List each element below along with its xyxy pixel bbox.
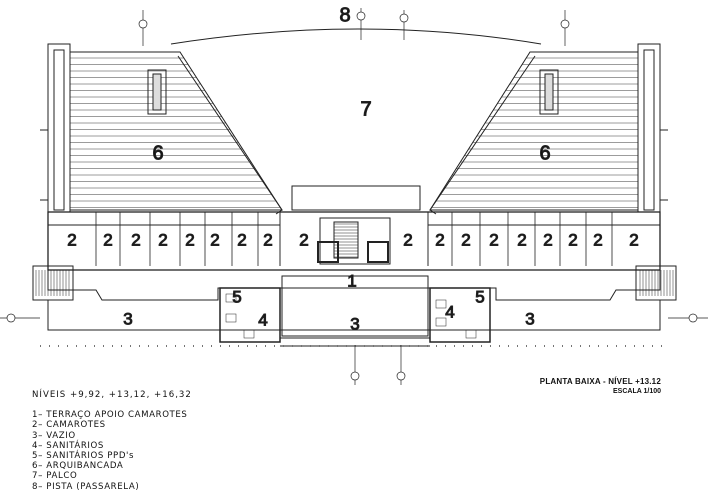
label-7: 7	[360, 98, 371, 120]
label-2-1: 2	[67, 230, 76, 249]
label-2-18: 2	[629, 230, 638, 249]
label-1: 1	[347, 271, 356, 290]
label-2-8: 2	[263, 230, 272, 249]
label-3-center: 3	[350, 314, 359, 333]
legend-item: 4– SANITÁRIOS	[32, 440, 104, 451]
legend-item: 8– PISTA (PASSARELA)	[32, 481, 140, 492]
label-2-15: 2	[543, 230, 552, 249]
label-2-11: 2	[435, 230, 444, 249]
label-2-2: 2	[103, 230, 112, 249]
legend: NÍVEIS +9,92, +13,12, +16,32 1– TERRAÇO …	[32, 390, 192, 492]
legend-item: 7– PALCO	[32, 471, 78, 482]
label-2-3: 2	[131, 230, 140, 249]
levels-text: NÍVEIS +9,92, +13,12, +16,32	[32, 390, 192, 400]
axis-markers	[0, 8, 708, 385]
label-8: 8	[339, 4, 350, 26]
label-3-right: 3	[525, 309, 534, 328]
label-2-6: 2	[210, 230, 219, 249]
label-2-16: 2	[568, 230, 577, 249]
left-stand	[40, 43, 283, 213]
label-5-right: 5	[475, 287, 484, 306]
lower-band	[32, 265, 677, 347]
label-2-14: 2	[517, 230, 526, 249]
label-4-right: 4	[445, 302, 454, 321]
label-6-left: 6	[152, 142, 163, 164]
label-4-left: 4	[258, 310, 267, 329]
label-5-left: 5	[232, 287, 241, 306]
legend-item: 6– ARQUIBANCADA	[32, 461, 124, 472]
label-2-10: 2	[403, 230, 412, 249]
label-2-13: 2	[489, 230, 498, 249]
label-2-4: 2	[158, 230, 167, 249]
label-2-17: 2	[593, 230, 602, 249]
drawing-scale: ESCALA 1/100	[613, 388, 661, 395]
label-2-9: 2	[299, 230, 308, 249]
label-2-7: 2	[237, 230, 246, 249]
legend-item: 2– CAMAROTES	[32, 420, 106, 431]
camarotes-band	[47, 211, 661, 271]
legend-item: 3– VAZIO	[32, 430, 76, 441]
legend-item: 1– TERRAÇO APOIO CAMAROTES	[32, 410, 188, 421]
title-block: PLANTA BAIXA - NÍVEL +13.12 ESCALA 1/100	[540, 377, 661, 395]
label-2-12: 2	[461, 230, 470, 249]
legend-item: 5– SANITÁRIOS PPD's	[32, 451, 135, 462]
label-3-left: 3	[123, 309, 132, 328]
label-6-right: 6	[539, 142, 550, 164]
drawing-title: PLANTA BAIXA - NÍVEL +13.12	[539, 377, 661, 386]
label-2-5: 2	[185, 230, 194, 249]
central-stair	[317, 217, 391, 265]
right-stand	[429, 43, 668, 213]
